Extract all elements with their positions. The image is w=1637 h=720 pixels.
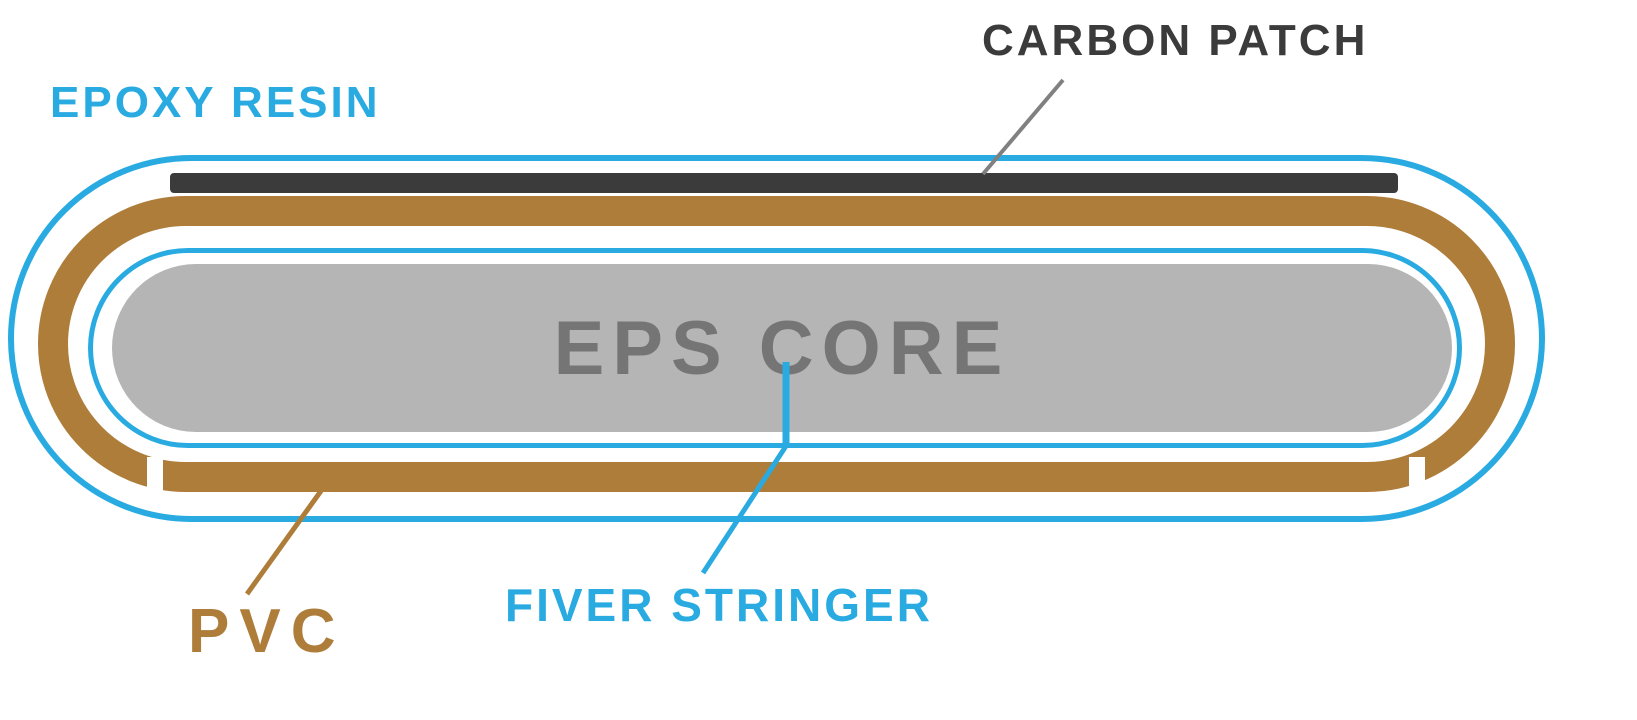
eps-core-label: EPS CORE [553, 305, 1011, 391]
fiver-stringer-label: FIVER STRINGER [505, 579, 933, 631]
epoxy-resin-label: EPOXY RESIN [50, 78, 381, 127]
carbon-patch-bar [170, 173, 1398, 193]
carbon-patch-label: CARBON PATCH [982, 16, 1369, 65]
pvc-label: PVC [188, 597, 346, 666]
pvc-layer-gap-right [1409, 457, 1425, 497]
pvc-layer-gap-left [147, 457, 163, 497]
eps-core-layer: EPS CORE [112, 264, 1452, 432]
